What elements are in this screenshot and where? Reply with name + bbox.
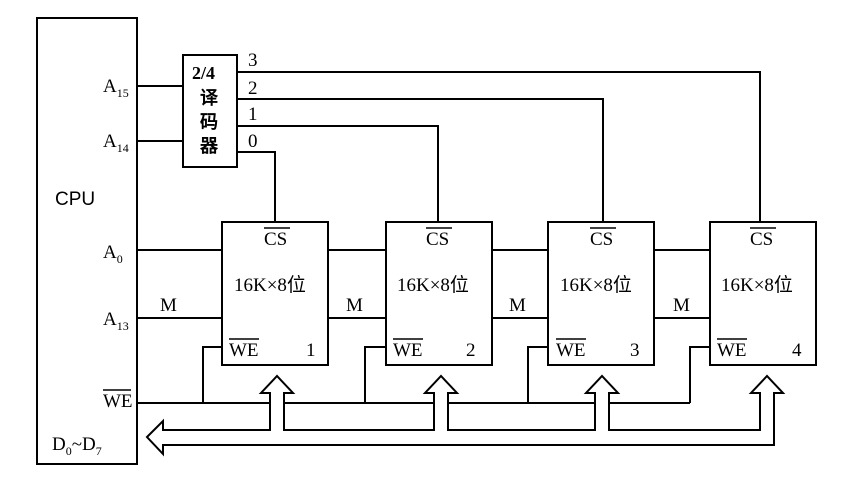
bus-label-m-1: M xyxy=(160,295,177,316)
bus-label-m-4: M xyxy=(673,295,690,316)
wire-we-chip2 xyxy=(364,346,386,403)
decoder-out-2: 2 xyxy=(248,78,258,99)
pin-a15-label: A15 xyxy=(103,76,129,100)
pin-a0-label: A0 xyxy=(103,242,123,266)
chip-2-cs: CS xyxy=(426,229,449,250)
wire-cs-chip2 xyxy=(237,125,439,222)
decoder-out-1: 1 xyxy=(248,104,258,125)
pin-a14-label: A14 xyxy=(103,131,129,155)
chip-1 xyxy=(221,221,329,366)
wire-we-chip1 xyxy=(202,346,222,403)
chip-3-cs: CS xyxy=(590,229,613,250)
decoder-out-0: 0 xyxy=(248,131,258,152)
chip-2-capacity: 16K×8位 xyxy=(397,274,469,296)
decoder-label-line3: 器 xyxy=(199,136,219,156)
chip-3-capacity: 16K×8位 xyxy=(560,274,632,296)
wire-cs-chip3 xyxy=(237,98,604,222)
decoder-label-line1: 译 xyxy=(200,88,219,108)
chip-2-number: 2 xyxy=(466,340,476,361)
data-bus xyxy=(145,374,786,457)
chip-1-cs: CS xyxy=(264,229,287,250)
decoder-block xyxy=(182,54,238,168)
wire-cs-chip4 xyxy=(237,71,761,222)
chip-2 xyxy=(385,221,493,366)
chip-3-we: WE xyxy=(556,340,586,361)
cpu-label: CPU xyxy=(55,189,95,210)
chip-4-capacity: 16K×8位 xyxy=(721,274,793,296)
chip-4-we: WE xyxy=(717,340,747,361)
decoder-label-line2: 码 xyxy=(200,112,218,132)
pin-we-label: WE xyxy=(103,391,133,412)
bus-label-m-2: M xyxy=(346,295,363,316)
chip-2-we: WE xyxy=(393,340,423,361)
decoder-label-type: 2/4 xyxy=(192,63,215,83)
chip-4 xyxy=(709,221,817,366)
chip-1-we: WE xyxy=(229,340,259,361)
chip-1-capacity: 16K×8位 xyxy=(234,274,306,296)
chip-3 xyxy=(547,221,655,366)
pin-a13-label: A13 xyxy=(103,309,129,333)
chip-1-number: 1 xyxy=(306,340,316,361)
chip-4-cs: CS xyxy=(750,229,773,250)
bus-label-m-3: M xyxy=(509,295,526,316)
pin-data-label: D0~D7 xyxy=(52,434,102,458)
decoder-out-3: 3 xyxy=(248,50,258,71)
chip-4-number: 4 xyxy=(792,340,802,361)
chip-3-number: 3 xyxy=(630,340,640,361)
wire-cs-chip1 xyxy=(237,151,276,222)
wire-we-chip3 xyxy=(527,346,548,403)
wire-we-chip4 xyxy=(689,346,710,403)
